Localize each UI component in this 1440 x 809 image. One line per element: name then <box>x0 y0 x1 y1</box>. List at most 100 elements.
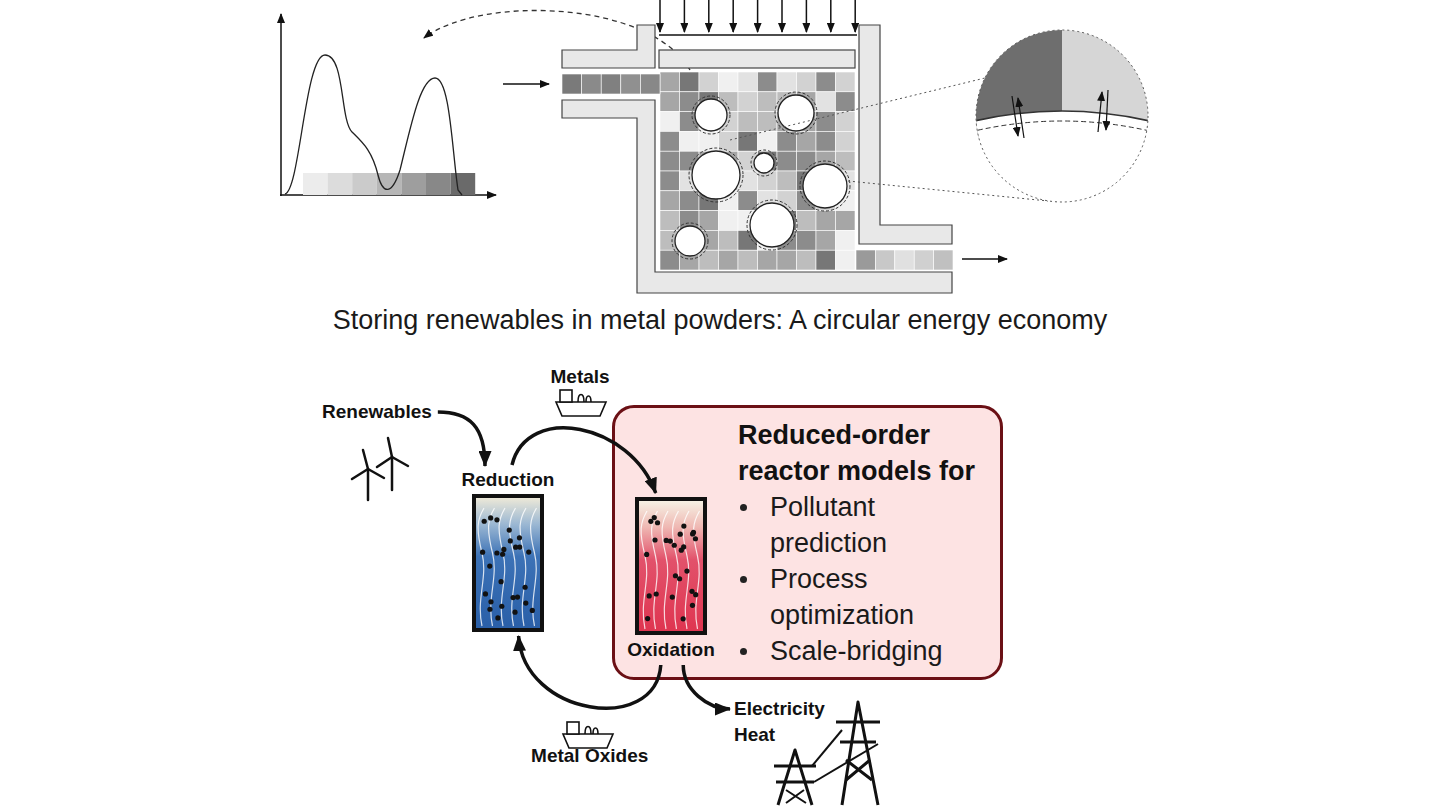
reactor-vessel <box>472 494 544 632</box>
streamline <box>499 508 505 626</box>
grid-cell <box>719 250 739 270</box>
grid-cell <box>660 131 680 151</box>
inlet-cell <box>601 74 621 94</box>
metal-particle <box>673 573 678 578</box>
grid-cell <box>758 131 778 151</box>
grid-cell <box>797 72 817 92</box>
metal-particle <box>684 569 689 574</box>
edge-label-holder: Metal Oxides <box>531 745 648 767</box>
grid-cell <box>797 131 817 151</box>
grid-cell <box>719 230 739 250</box>
bullet-item: Pollutant prediction <box>770 489 980 561</box>
metal-particle <box>654 591 659 596</box>
grid-cell <box>816 250 836 270</box>
metal-particle <box>644 552 649 557</box>
streamline <box>531 508 537 626</box>
grid-cell <box>719 72 739 92</box>
bullet-dot <box>740 648 747 655</box>
reactor-label: Oxidation <box>620 639 722 661</box>
metal-particle <box>670 594 675 599</box>
metal-particle <box>512 610 517 615</box>
metal-particle <box>480 550 485 555</box>
streamline <box>510 508 516 626</box>
inlet-cell <box>621 74 641 94</box>
grid-cell <box>660 151 680 171</box>
metal-particle <box>513 545 518 550</box>
grid-cell <box>836 131 856 151</box>
streamline <box>520 508 526 626</box>
metal-particle <box>510 595 515 600</box>
streamline <box>652 511 658 629</box>
outlet-cell <box>875 250 894 270</box>
grid-cell <box>777 171 797 191</box>
feedback-arrow <box>424 10 690 70</box>
metal-particle <box>652 537 657 542</box>
grid-cell <box>816 211 836 231</box>
flow-connector <box>512 428 656 493</box>
reactor-vessel <box>635 497 707 635</box>
streamline <box>694 511 700 629</box>
grid-cell <box>758 92 778 112</box>
outlet-cell <box>914 250 933 270</box>
grid-cell <box>797 250 817 270</box>
grid-cell <box>738 92 758 112</box>
metal-particle <box>483 591 488 596</box>
grid-cell <box>699 72 719 92</box>
metal-particle <box>501 547 506 552</box>
metal-particle <box>664 538 669 543</box>
grid-cell <box>836 92 856 112</box>
grid-cell <box>738 112 758 132</box>
metal-particle <box>681 523 686 528</box>
metal-particle <box>690 531 695 536</box>
grid-cell <box>738 72 758 92</box>
grid-cell <box>738 250 758 270</box>
metal-particle <box>681 544 686 549</box>
outlet-cell <box>895 250 914 270</box>
reactor-schematic <box>562 0 953 293</box>
grid-cell <box>738 171 758 191</box>
outlet-cell <box>856 250 875 270</box>
metal-particle <box>672 543 677 548</box>
metal-particle <box>655 520 660 525</box>
bullet-item: Process optimization <box>770 561 980 633</box>
streamline <box>662 511 668 629</box>
metal-particle <box>515 594 520 599</box>
metal-particle <box>530 608 535 613</box>
streamline <box>478 508 484 626</box>
metal-particle <box>645 616 650 621</box>
grid-cell <box>777 250 797 270</box>
flow-arrow <box>503 83 549 85</box>
metal-particle <box>494 550 499 555</box>
grid-cell <box>660 250 680 270</box>
grid-cell <box>699 250 719 270</box>
grid-cell <box>719 211 739 231</box>
metal-particle <box>508 538 513 543</box>
grid-cell <box>836 250 856 270</box>
metal-particle <box>652 515 657 520</box>
metal-particle <box>498 579 503 584</box>
bullet-dot <box>740 576 747 583</box>
metal-particle <box>507 527 512 532</box>
grid-cell <box>660 211 680 231</box>
edge-label: Metals <box>551 366 610 388</box>
inlet-cell <box>582 74 602 94</box>
bullet-item: Scale-bridging <box>770 633 980 669</box>
grid-cell <box>836 112 856 132</box>
metal-particle <box>494 517 499 522</box>
metal-particle <box>526 550 531 555</box>
inlet-cell <box>640 74 660 94</box>
grid-cell <box>816 131 836 151</box>
grid-cell <box>660 92 680 112</box>
outlet-cell <box>934 250 953 270</box>
reactor-flow-art <box>639 501 703 631</box>
grid-cell <box>660 171 680 191</box>
metal-particle <box>647 593 652 598</box>
metal-particle <box>488 599 493 604</box>
flow-connector <box>519 636 661 708</box>
zoom-inset <box>970 25 1154 210</box>
grid-cell <box>777 131 797 151</box>
grid-cell <box>816 92 836 112</box>
node-text: Renewables <box>322 401 432 423</box>
outlet-arrow <box>962 258 1007 260</box>
